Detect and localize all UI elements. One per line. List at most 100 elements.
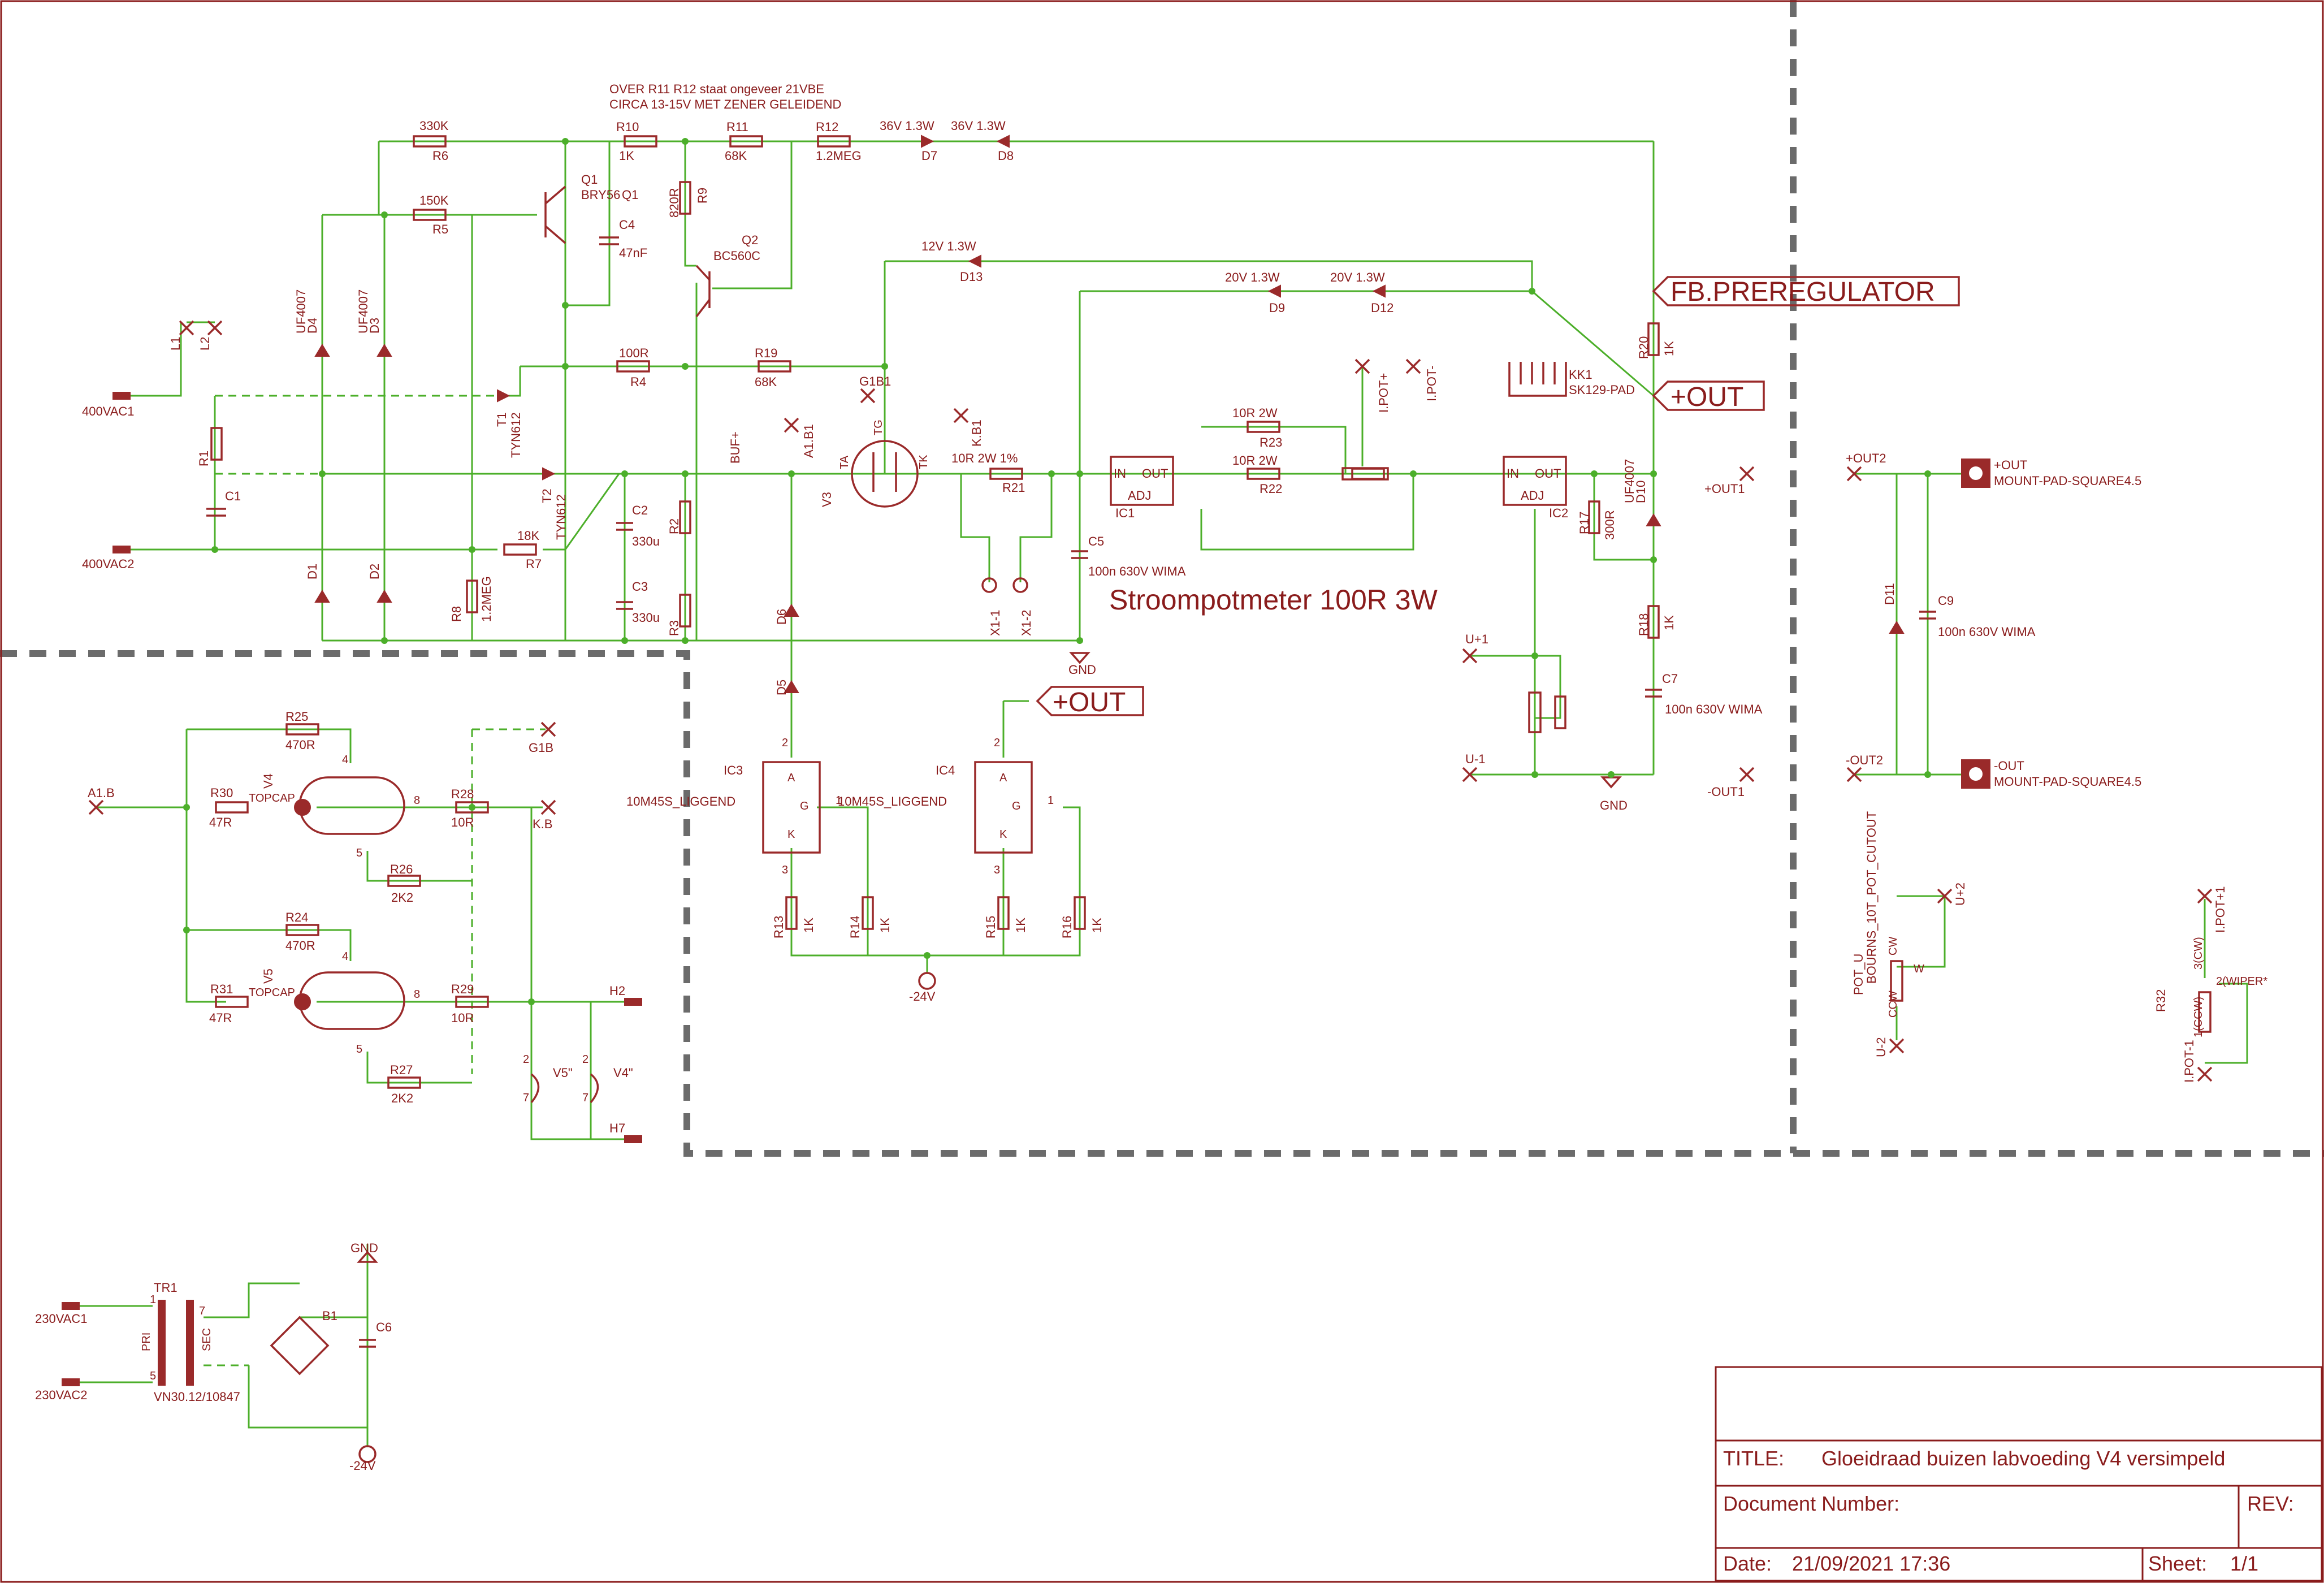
net-neg24-2: -24V [349,1459,376,1473]
ic4-pin-g: G [1012,800,1021,812]
r9-ref: R9 [695,188,709,204]
v5-pin8: 8 [414,988,420,1001]
ic2-in: IN [1507,466,1519,481]
note-line-1: OVER R11 R12 staat ongeveer 21VBE [609,82,824,96]
r25-ref: R25 [285,710,308,724]
v4b-ref: V4" [613,1066,633,1080]
net-out1: +OUT1 [1704,482,1745,496]
q1-ref-label: Q1 [581,172,598,187]
v4-pin8: 8 [414,794,420,807]
ic4-box [974,761,1033,854]
net-out2-minus: -OUT2 [1846,753,1883,767]
r15-ref: R15 [984,916,998,938]
r9-value: 820R [667,188,681,218]
r23-ref: R23 [1260,435,1282,449]
r4-ref: R4 [630,375,646,389]
v3-ta: TA [838,455,851,469]
net-ipot-minus: I.POT- [1425,365,1439,401]
r13-value: 1K [802,918,816,933]
r8-value: 1.2MEG [479,576,494,622]
net-ipot-plus1: I.POT+1 [2213,886,2227,933]
rev-label: REV: [2247,1492,2294,1515]
d7-ref: D7 [921,149,937,163]
r32-ref: R32 [2154,989,2168,1012]
d8-ref: D8 [998,149,1014,163]
r1-ref: R1 [197,451,211,466]
tr1-pin5: 5 [150,1370,156,1382]
d2-ref: D2 [367,564,382,579]
r32-wiper: 2(WIPER* [2216,975,2267,988]
r26-ref: R26 [390,862,413,876]
r10-ref: R10 [616,120,639,134]
title-block: TITLE: Gloeidraad buizen labvoeding V4 v… [1715,1366,2323,1582]
wires-preregulator [113,140,1655,776]
d6-ref: D6 [774,609,789,625]
r6-value: 330K [419,119,449,133]
v4b-pin2: 2 [582,1053,588,1066]
ic4-value: 10M45S_LIGGEND [838,794,947,808]
c9-value: 100n 630V WIMA [1938,625,2036,639]
t1-value: TYN612 [509,412,523,458]
v4-ref: V4 [261,773,275,789]
v5-pin5: 5 [356,1043,362,1056]
r24-ref: R24 [285,910,308,924]
r18-value: 1K [1662,615,1676,630]
net-x12: X1-2 [1019,610,1033,636]
net-230vac1: 230VAC1 [35,1312,88,1326]
d10-value: UF4007 [1622,459,1637,503]
c2-value: 330u [632,534,660,548]
r21-ref: R21 [1002,481,1025,495]
r2-ref: R2 [667,518,681,534]
r10-value: 1K [619,149,634,163]
net-out1-minus: -OUT1 [1707,785,1745,799]
ic4-ref: IC4 [936,763,955,777]
tr1-pin7: 7 [199,1305,205,1317]
kk1-value: SK129-PAD [1569,383,1635,397]
port-plus-out-1: +OUT [1670,382,1743,412]
port-flags: FB.PREREGULATOR +OUT +OUT [1036,276,1960,717]
d11-ref: D11 [1882,583,1897,605]
r8-ref: R8 [449,606,464,622]
pad-plus-type: MOUNT-PAD-SQUARE4.5 [1994,474,2141,488]
tr1-value: VN30.12/10847 [154,1390,240,1404]
c9-ref: C9 [1938,594,1954,608]
ic2-out: OUT [1535,466,1561,481]
net-g1b1: G1B1 [859,374,891,388]
r14-value: 1K [878,918,892,933]
potu-ref: POT_U [1851,954,1866,995]
d4-value: UF4007 [294,289,308,334]
r30-ref: R30 [210,786,233,800]
r24-value: 470R [285,938,315,953]
pot-cw: CW [1887,937,1899,955]
ic4-pin2: 2 [994,737,1000,749]
c1-ref: C1 [225,489,241,503]
symbols [62,135,2213,1463]
r13-ref: R13 [772,916,786,938]
net-uplus2: U+2 [1953,883,1967,906]
c4-ref: C4 [619,218,635,232]
r12-ref: R12 [816,120,838,134]
r21-value: 10R 2W 1% [951,451,1018,465]
r11-ref: R11 [726,120,748,134]
c2-ref: C2 [632,503,648,517]
r32-ccw: 1(CCW) [2192,997,2205,1037]
note-line-2: CIRCA 13-15V MET ZENER GELEIDEND [609,97,841,111]
kk1-ref: KK1 [1569,367,1592,382]
net-gnd-3: GND [350,1241,378,1255]
v5-type: TOPCAP [249,987,295,999]
r29-value: 10R [451,1011,474,1025]
net-gnd-1: GND [1068,663,1096,677]
ic1-out: OUT [1142,466,1168,481]
r28-ref: R28 [451,787,474,801]
v5b-ref: V5" [553,1066,573,1080]
tr1-pri: PRI [140,1333,153,1351]
v3-ref: V3 [820,492,834,507]
t2-ref: T2 [540,488,554,503]
net-g1b: G1B [529,741,553,755]
tr1-pin1: 1 [150,1294,156,1306]
d9-ref: D9 [1269,301,1285,315]
r22-ref: R22 [1260,482,1282,496]
v4-type: TOPCAP [249,792,295,805]
q2-value: BC560C [713,249,760,263]
ic3-pin2: 2 [782,737,788,749]
